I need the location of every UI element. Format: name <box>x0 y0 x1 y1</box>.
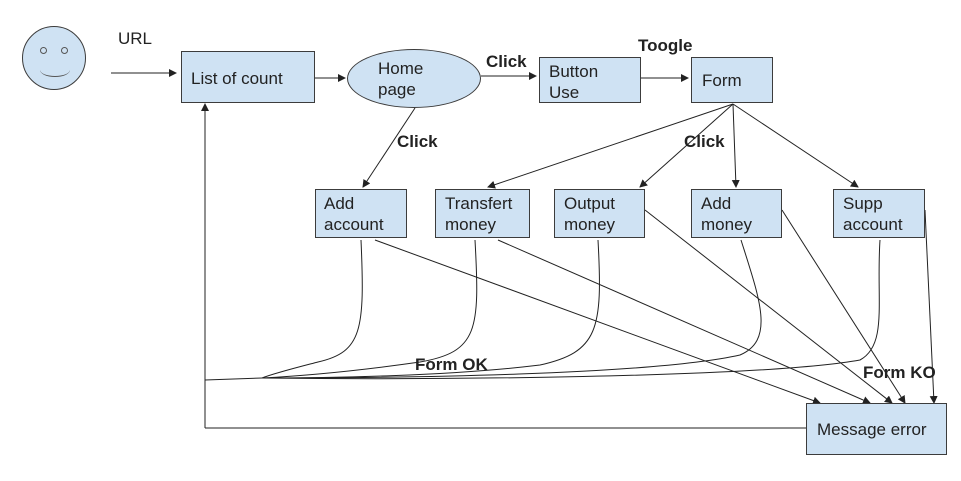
form-ko-label: Form KO <box>863 363 936 382</box>
edge-transfert-ko <box>497 239 871 404</box>
edge-form-to-transfert <box>487 103 734 189</box>
node-button-use: Button Use <box>539 57 641 103</box>
click-label-form: Click <box>684 132 725 151</box>
toogle-label: Toogle <box>638 36 693 55</box>
edge-supp-ok <box>261 239 881 380</box>
node-output-money: Output money <box>554 189 645 238</box>
node-form: Form <box>691 57 773 103</box>
edge-add-account-ok <box>261 239 363 379</box>
edge-ok-base <box>204 377 263 381</box>
node-add-money: Add money <box>691 189 782 238</box>
node-add-account: Add account <box>315 189 407 238</box>
click-label-add: Click <box>397 132 438 151</box>
smiley-face-icon <box>22 26 86 90</box>
node-transfert-money: Transfert money <box>435 189 530 238</box>
edge-form-to-output <box>639 103 734 188</box>
left-eye <box>40 47 47 54</box>
click-label-home: Click <box>486 52 527 71</box>
node-supp-account: Supp account <box>833 189 925 238</box>
edge-supp-ko <box>924 209 938 404</box>
edge-add-money-ko <box>781 209 906 404</box>
url-label: URL <box>118 29 153 48</box>
node-message-error: Message error <box>806 403 947 455</box>
edge-home-to-add-account <box>362 107 416 188</box>
edge-add-money-ok <box>261 239 762 379</box>
form-ok-label: Form OK <box>415 355 488 374</box>
node-home-page: Home page <box>347 49 481 108</box>
edge-transfert-ok <box>261 239 478 379</box>
edge-add-account-ko <box>374 239 821 405</box>
right-eye <box>61 47 68 54</box>
node-list-of-count: List of count <box>181 51 315 103</box>
edge-form-to-supp <box>732 103 859 188</box>
edge-output-ko <box>644 209 893 404</box>
mouth <box>40 63 70 77</box>
edge-form-to-add-money <box>731 103 740 188</box>
